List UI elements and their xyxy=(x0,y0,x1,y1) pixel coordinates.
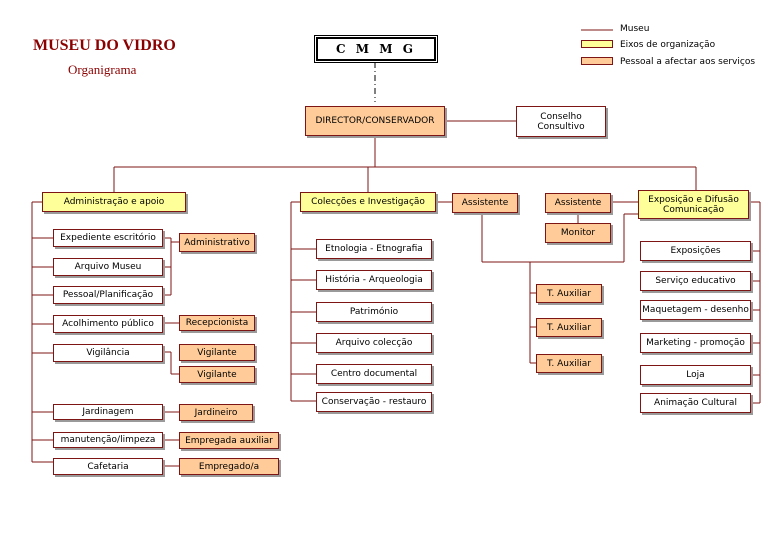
conselho-line1: Conselho xyxy=(540,111,582,122)
legend-eixos-label: Eixos de organização xyxy=(620,40,716,50)
admin-unit: Cafetaria xyxy=(53,458,163,475)
admin-unit: Pessoal/Planificação xyxy=(53,286,163,304)
exposicao-head-box: Exposição e Difusão Comunicação xyxy=(638,190,749,219)
director-box: DIRECTOR/CONSERVADOR xyxy=(305,106,445,136)
admin-unit: Vigilância xyxy=(53,344,163,362)
exposicao-unit: Marketing - promoção xyxy=(640,333,751,353)
staff-box: Recepcionista xyxy=(179,315,255,331)
staff-box: Vigilante xyxy=(179,366,255,383)
admin-unit: Arquivo Museu xyxy=(53,258,163,276)
admin-unit: Acolhimento público xyxy=(53,315,163,333)
museum-title: MUSEU DO VIDRO xyxy=(33,37,176,54)
staff-box: Empregada auxiliar xyxy=(179,432,279,449)
exposicao-head-line1: Exposição e Difusão xyxy=(648,194,739,205)
exposicao-head-line2: Comunicação xyxy=(663,204,724,215)
legend-pessoal-label: Pessoal a afectar aos serviços xyxy=(620,57,756,67)
cmmg-box: C M M G xyxy=(314,35,438,63)
admin-head-box: Administração e apoio xyxy=(42,192,186,212)
exposicao-unit: Maquetagem - desenho xyxy=(640,300,751,320)
conselho-consultivo-box: Conselho Consultivo xyxy=(516,106,606,137)
assistente-box: Assistente xyxy=(452,193,518,213)
admin-unit: Expediente escritório xyxy=(53,229,163,247)
staff-box: Empregado/a xyxy=(179,458,279,475)
coleccoes-head-box: Colecções e Investigação xyxy=(300,192,436,212)
admin-unit: manutenção/limpeza xyxy=(53,432,163,448)
legend-museu-label: Museu xyxy=(620,24,650,34)
coleccoes-unit: Etnologia - Etnografia xyxy=(316,239,432,259)
admin-unit: Jardinagem xyxy=(53,404,163,420)
legend-eixos-swatch xyxy=(581,40,613,48)
conselho-line2: Consultivo xyxy=(537,121,585,132)
staff-box: Jardineiro xyxy=(179,404,253,421)
staff-box: Administrativo xyxy=(179,233,255,252)
tecnico-auxiliar-box: T. Auxiliar xyxy=(536,354,602,373)
chart-subtitle: Organigrama xyxy=(68,62,137,77)
coleccoes-unit: Arquivo colecção xyxy=(316,333,432,353)
legend-pessoal-swatch xyxy=(581,57,613,65)
exposicao-unit: Animação Cultural xyxy=(640,393,751,413)
tecnico-auxiliar-box: T. Auxiliar xyxy=(536,284,602,303)
coleccoes-unit: Centro documental xyxy=(316,364,432,384)
exposicao-unit: Exposições xyxy=(640,241,751,261)
coleccoes-unit: Conservação - restauro xyxy=(316,392,432,412)
monitor-box: Monitor xyxy=(545,223,611,243)
assistente-box: Assistente xyxy=(545,193,611,213)
staff-box: Vigilante xyxy=(179,344,255,361)
coleccoes-unit: História - Arqueologia xyxy=(316,270,432,290)
tecnico-auxiliar-box: T. Auxiliar xyxy=(536,318,602,337)
exposicao-unit: Loja xyxy=(640,365,751,385)
exposicao-unit: Serviço educativo xyxy=(640,271,751,291)
coleccoes-unit: Património xyxy=(316,302,432,322)
